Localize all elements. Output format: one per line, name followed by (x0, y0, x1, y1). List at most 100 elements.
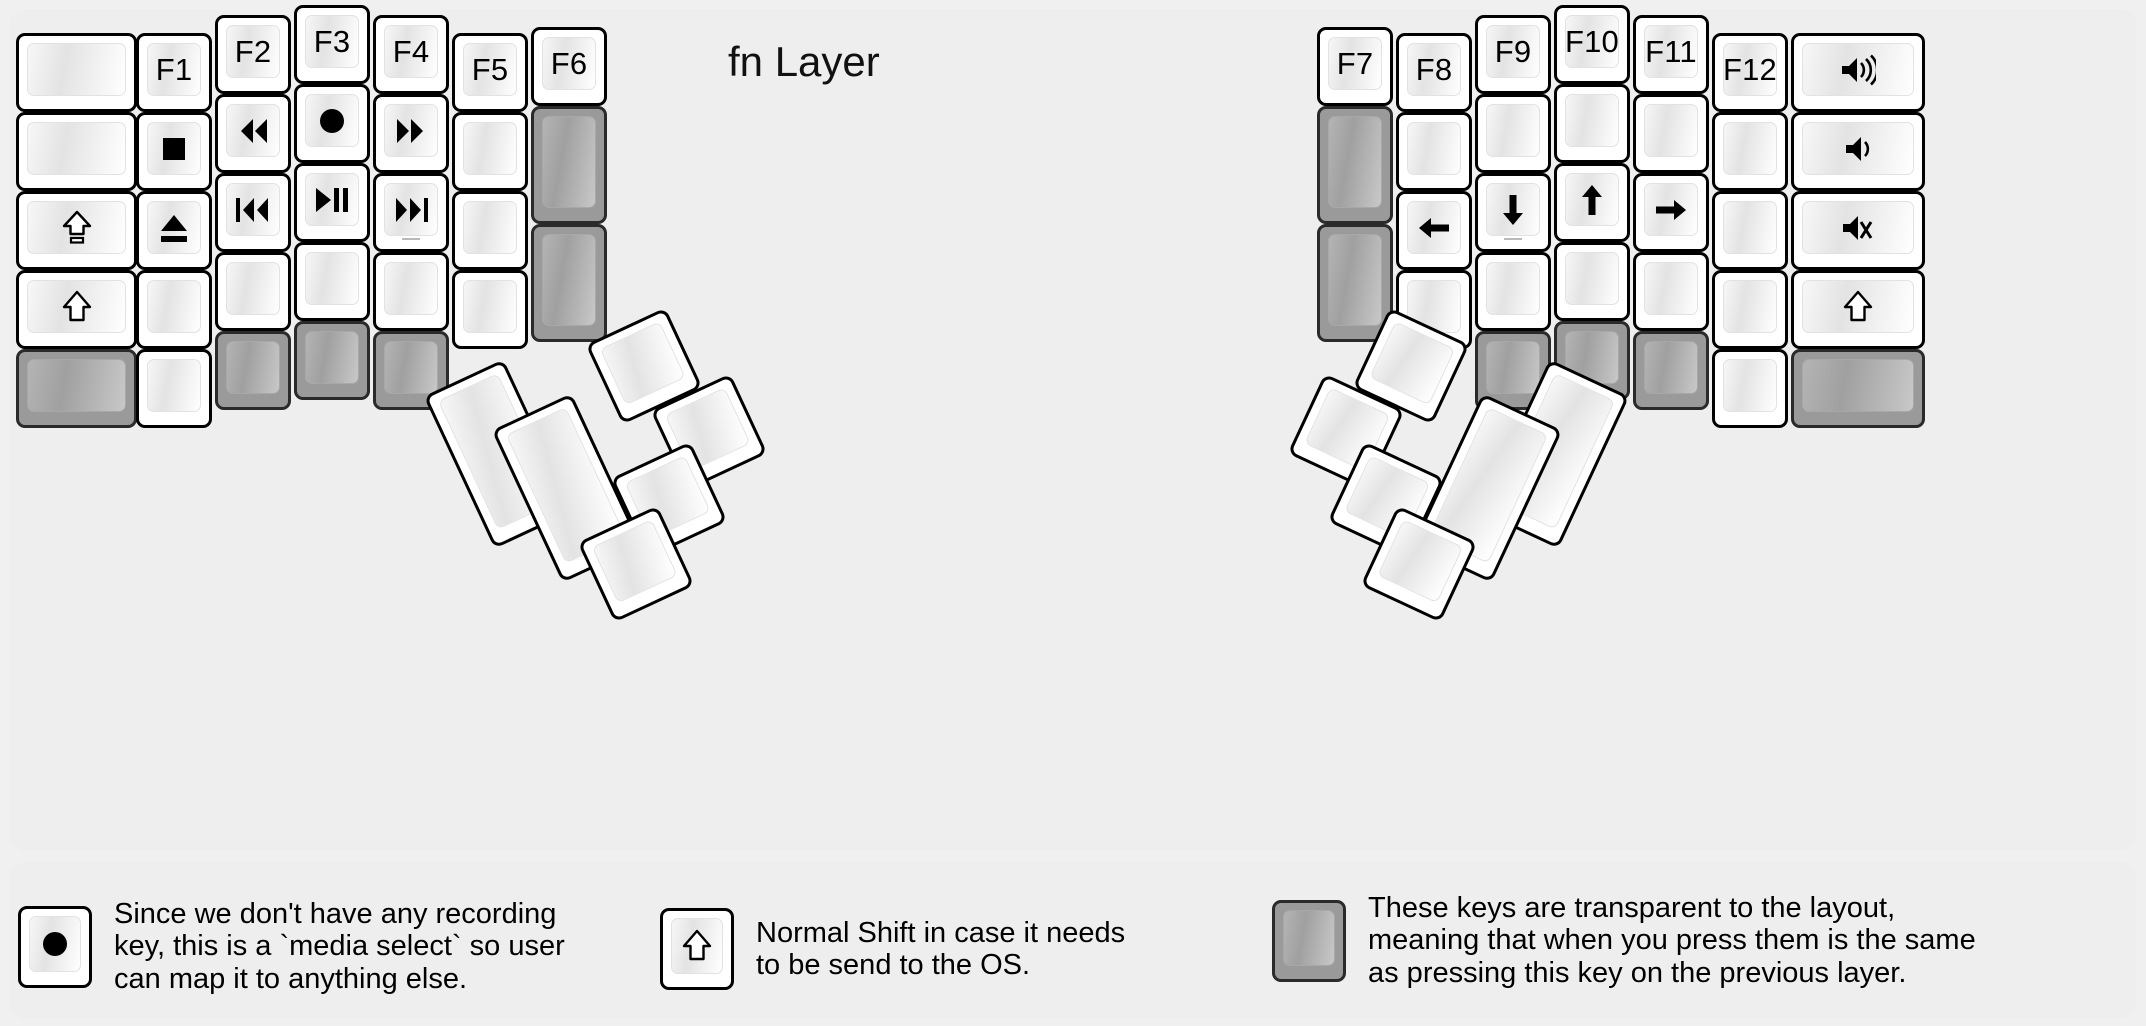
key-transparent[interactable] (294, 321, 370, 400)
play-pause-icon (313, 186, 351, 214)
key-transparent[interactable] (531, 224, 607, 342)
key-volume-mute[interactable] (1791, 191, 1925, 270)
key-blank[interactable] (1712, 349, 1788, 428)
key-stop-square[interactable] (136, 112, 212, 191)
key-blank[interactable] (215, 252, 291, 331)
key-blank[interactable] (373, 252, 449, 331)
legend-entry: Normal Shift in case it needs to be send… (660, 908, 1125, 990)
key-f12[interactable]: F12 (1712, 33, 1788, 112)
key-f3[interactable]: F3 (294, 5, 370, 84)
key-transparent[interactable] (1554, 321, 1630, 400)
key-transparent[interactable] (531, 106, 607, 224)
key-blank[interactable] (1554, 242, 1630, 321)
key-f2[interactable]: F2 (215, 15, 291, 94)
keycap-surface (384, 341, 438, 394)
volume-up-icon (1840, 54, 1876, 86)
key-f9[interactable]: F9 (1475, 15, 1551, 94)
key-blank[interactable] (1475, 94, 1551, 173)
keycap-surface (27, 122, 126, 175)
key-f5[interactable]: F5 (452, 33, 528, 112)
keycap-surface (226, 341, 280, 394)
key-sublegend-mark (1504, 238, 1522, 240)
key-transparent[interactable] (16, 349, 137, 428)
key-f10[interactable]: F10 (1554, 5, 1630, 84)
keycap-surface (1565, 331, 1619, 384)
key-blank[interactable] (1712, 270, 1788, 349)
rewind-icon (234, 117, 272, 145)
keycap-surface (1328, 116, 1382, 208)
key-arrow-right[interactable] (1633, 173, 1709, 252)
keycap-surface (1486, 341, 1540, 394)
key-blank[interactable] (1475, 252, 1551, 331)
keycap-surface (1802, 280, 1914, 333)
key-volume-up[interactable] (1791, 33, 1925, 112)
key-transparent[interactable] (1317, 224, 1393, 342)
key-f1[interactable]: F1 (136, 33, 212, 112)
key-transparent[interactable] (1633, 331, 1709, 410)
keycap-surface (147, 201, 201, 254)
key-f7[interactable]: F7 (1317, 27, 1393, 106)
previous-track-icon (234, 196, 272, 224)
key-transparent[interactable] (1317, 106, 1393, 224)
key-caps-lock[interactable] (16, 191, 137, 270)
keycap-surface (147, 122, 201, 175)
keycap-surface (1802, 122, 1914, 175)
key-blank[interactable] (1554, 84, 1630, 163)
key-shift[interactable] (16, 270, 137, 349)
keycap-surface: F4 (384, 25, 438, 78)
key-record-dot[interactable] (294, 84, 370, 163)
key-f11[interactable]: F11 (1633, 15, 1709, 94)
keycap-surface (1565, 94, 1619, 147)
keycap-surface (27, 43, 126, 96)
key-blank[interactable] (1396, 112, 1472, 191)
legend-key-swatch (660, 908, 734, 990)
key-arrow-up[interactable] (1554, 163, 1630, 242)
key-eject[interactable] (136, 191, 212, 270)
keycap-surface (1486, 104, 1540, 157)
keycap-surface (1644, 104, 1698, 157)
key-blank[interactable] (1712, 112, 1788, 191)
legend-key-swatch (18, 905, 92, 988)
key-next-track[interactable] (373, 173, 449, 252)
key-volume-down[interactable] (1791, 112, 1925, 191)
keycap-surface: F11 (1644, 25, 1698, 78)
key-blank[interactable] (16, 33, 137, 112)
legend-description: Since we don't have any recording key, t… (114, 898, 565, 995)
key-f8[interactable]: F8 (1396, 33, 1472, 112)
key-rewind[interactable] (215, 94, 291, 173)
key-play-pause[interactable] (294, 163, 370, 242)
key-blank[interactable] (16, 112, 137, 191)
key-fast-forward[interactable] (373, 94, 449, 173)
keycap-surface (1377, 519, 1464, 604)
keycap-surface (305, 331, 359, 384)
key-arrow-down[interactable] (1475, 173, 1551, 252)
volume-mute-icon (1841, 212, 1875, 244)
key-transparent[interactable] (1791, 349, 1925, 428)
keycap-surface (463, 280, 517, 333)
eject-icon (158, 212, 190, 244)
keycap-surface (305, 94, 359, 147)
keycap-surface (1407, 122, 1461, 175)
key-f6[interactable]: F6 (531, 27, 607, 106)
key-arrow-left[interactable] (1396, 191, 1472, 270)
key-blank[interactable] (1633, 252, 1709, 331)
key-blank[interactable] (452, 112, 528, 191)
keycap-surface (29, 915, 81, 972)
key-blank[interactable] (294, 242, 370, 321)
key-transparent[interactable] (215, 331, 291, 410)
key-legend-text: F7 (1336, 46, 1374, 81)
key-shift[interactable] (1791, 270, 1925, 349)
key-blank[interactable] (452, 191, 528, 270)
key-blank[interactable] (1633, 94, 1709, 173)
keycap-surface (1802, 359, 1914, 412)
key-blank[interactable] (1712, 191, 1788, 270)
key-blank[interactable] (452, 270, 528, 349)
shift-icon (1842, 290, 1874, 324)
keycap-surface (542, 116, 596, 208)
key-previous-track[interactable] (215, 173, 291, 252)
key-legend-text: F5 (471, 52, 509, 87)
key-blank[interactable] (136, 349, 212, 428)
key-f4[interactable]: F4 (373, 15, 449, 94)
key-blank[interactable] (136, 270, 212, 349)
